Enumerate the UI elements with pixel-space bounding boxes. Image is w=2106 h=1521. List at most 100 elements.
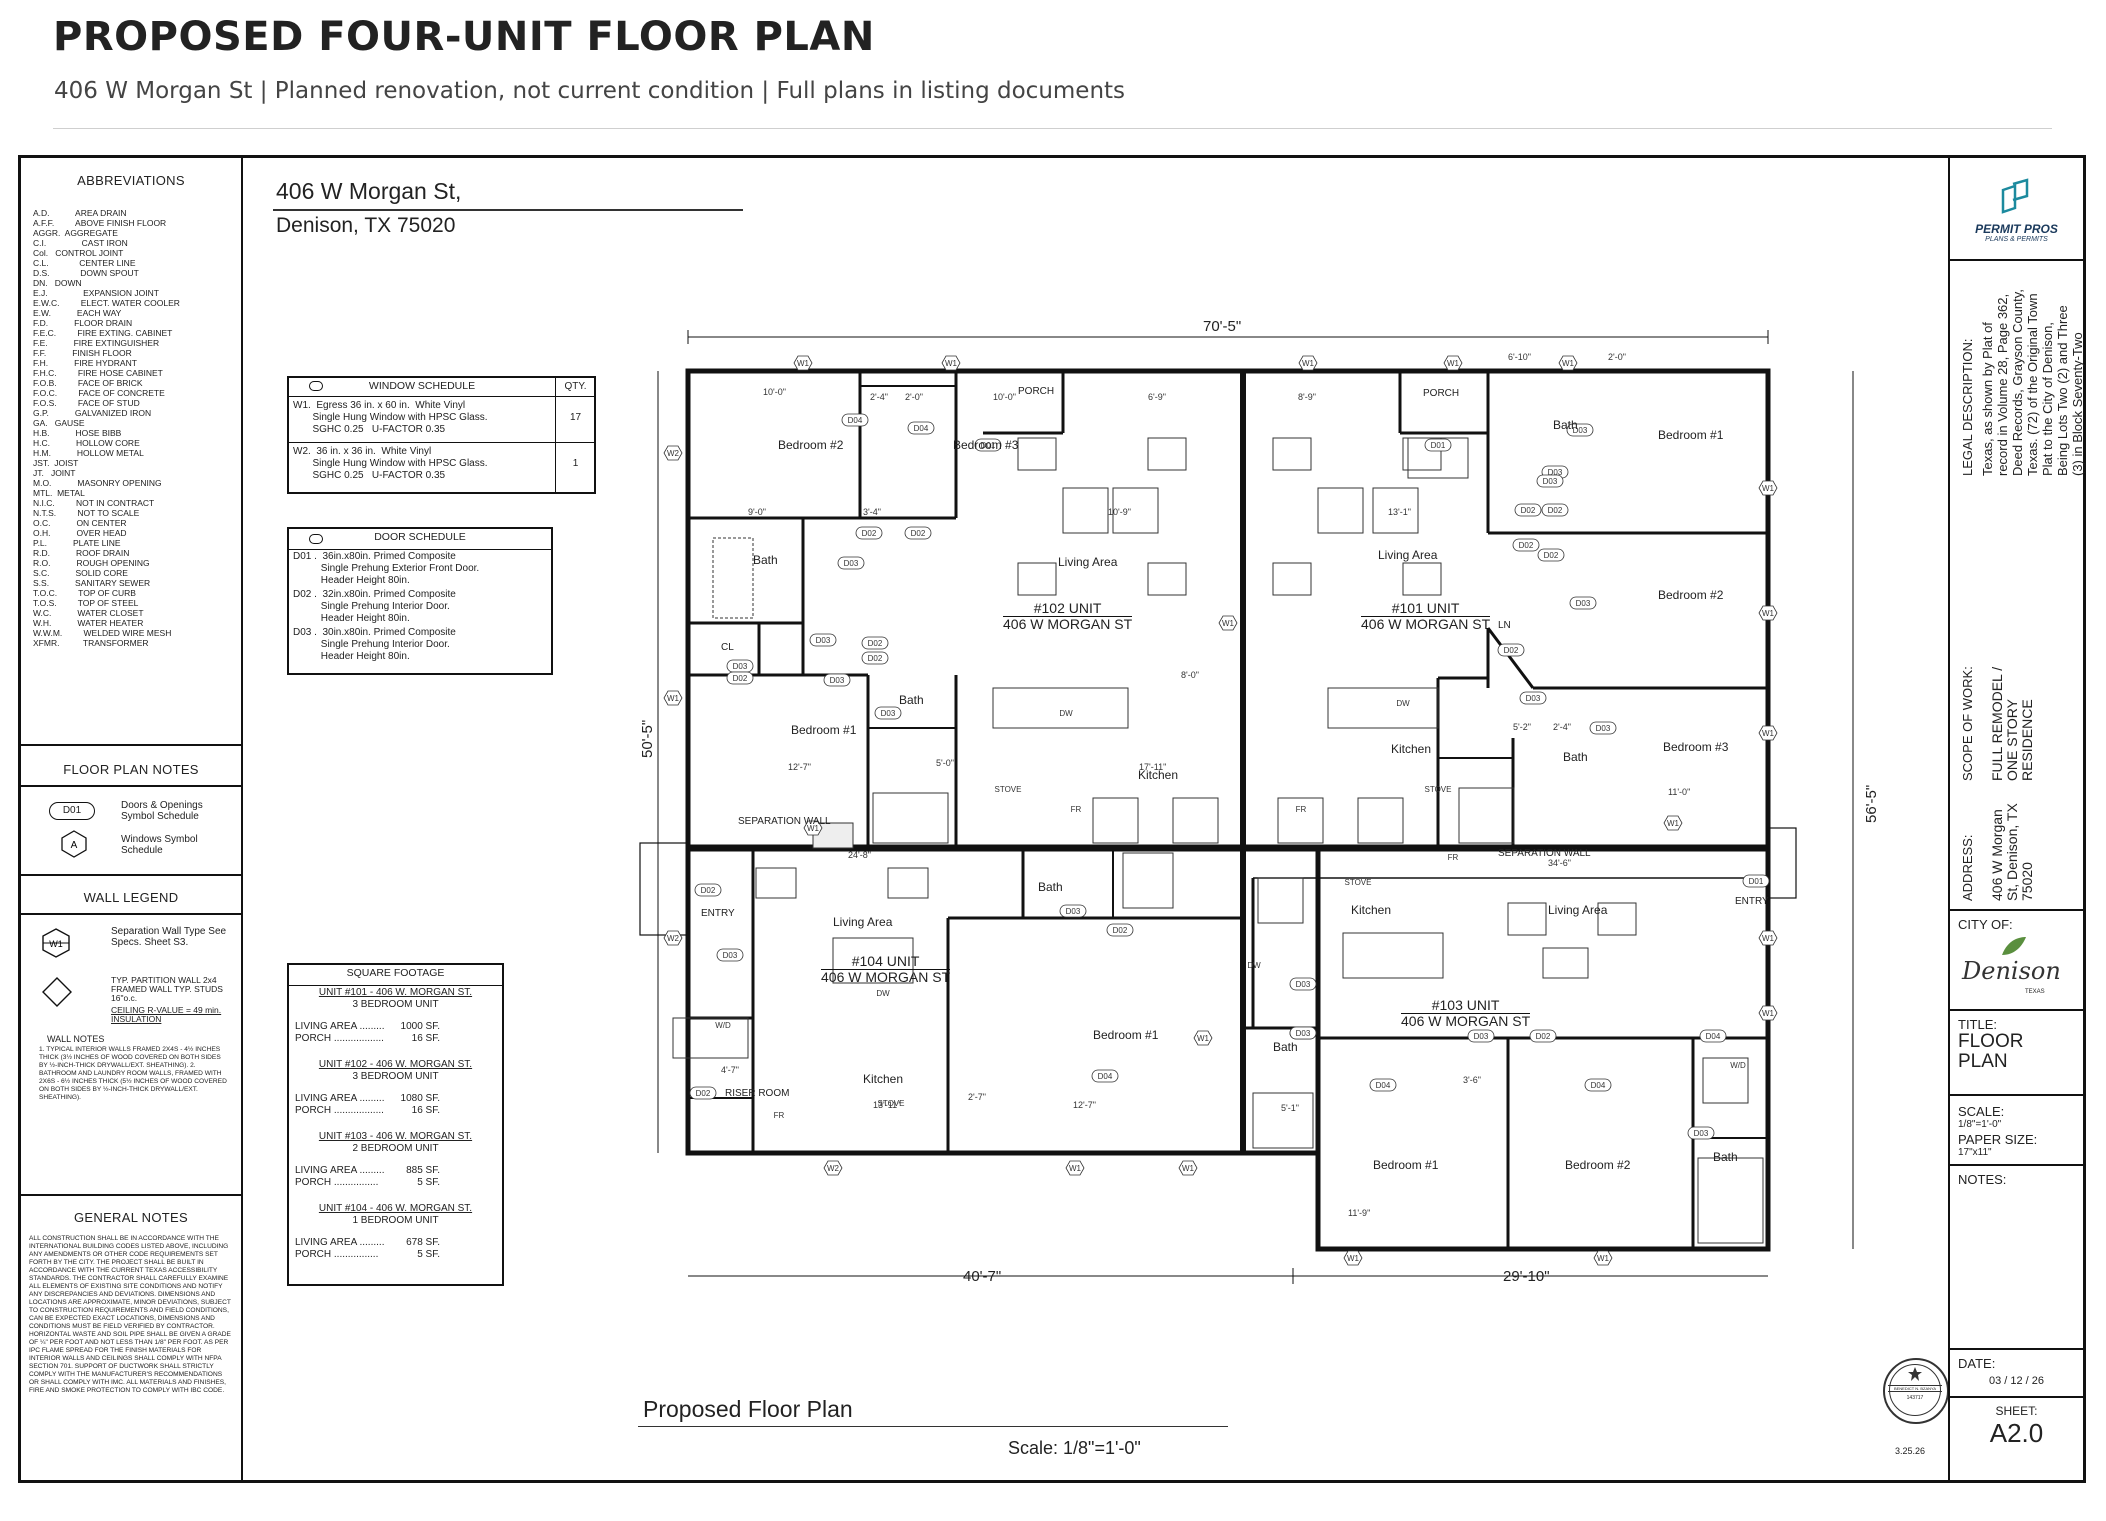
abbreviation-item: C.L. CENTER LINE xyxy=(33,258,136,268)
door-tag-icon: D03 xyxy=(823,673,851,687)
abbreviation-item: M.O. MASONRY OPENING xyxy=(33,478,162,488)
room-label-bath: Bath xyxy=(1553,418,1578,432)
room-label-sep-wall: SEPARATION WALL xyxy=(1498,848,1591,859)
scope-label: SCOPE OF WORK: xyxy=(1960,666,1975,781)
door-tag-icon: D01 xyxy=(974,438,1002,452)
window-tag-icon: W2 xyxy=(823,1160,843,1176)
window-tag-icon: W1 xyxy=(1663,815,1683,831)
door-tag-text: D04 xyxy=(1706,1032,1721,1041)
door-tag-text: D04 xyxy=(1098,1072,1113,1081)
window-row-w2: W2. 36 in. x 36 in. White Vinyl Single H… xyxy=(293,446,488,481)
door-tag-icon: D03 xyxy=(1569,596,1597,610)
appliance-tag: W/D xyxy=(715,1021,731,1030)
door-tag-icon: D02 xyxy=(1541,503,1569,517)
window-tag-hexagon-icon: A xyxy=(61,830,87,858)
window-tag-description: Windows Symbol Schedule xyxy=(121,834,198,856)
door-tag-icon xyxy=(309,534,323,544)
room-label-entry: ENTRY xyxy=(1735,896,1769,907)
star-icon xyxy=(1908,1367,1922,1381)
window-tag-letter: A xyxy=(71,840,78,851)
scale-notes-block: SCALE: 1/8"=1'-0" PAPER SIZE: 17"x11" NO… xyxy=(1950,1096,2083,1521)
room-label-bedroom2: Bedroom #2 xyxy=(778,438,844,452)
abbreviation-item: F.H.C. FIRE HOSE CABINET xyxy=(33,368,163,378)
date-block: DATE: 03 / 12 / 26 xyxy=(1950,1348,2083,1398)
door-tag-text: D03 xyxy=(1474,1032,1489,1041)
door-tag-icon: D02 xyxy=(1537,548,1565,562)
interior-dimension: 6'-9" xyxy=(1148,392,1166,402)
window-tag-icon: W1 xyxy=(941,355,961,371)
abbreviation-item: F.O.S. FACE OF STUD xyxy=(33,398,140,408)
room-label-cl: CL xyxy=(721,642,734,653)
door-tag-icon: D02 xyxy=(1512,538,1540,552)
door-tag-icon: D02 xyxy=(1106,923,1134,937)
unit-sqft-type: 3 BEDROOM UNIT xyxy=(352,999,439,1010)
door-tag-description: Doors & Openings Symbol Schedule xyxy=(121,800,203,822)
sheet-number: A2.0 xyxy=(1989,1418,2044,1448)
abbreviation-item: O.H. OVER HEAD xyxy=(33,528,127,538)
appliance-tag: DW xyxy=(1059,709,1073,718)
door-tag-icon: D01 xyxy=(1424,438,1452,452)
door-tag-icon: D02 xyxy=(689,1086,717,1100)
abbreviation-item: C.I. CAST IRON xyxy=(33,238,128,248)
door-tag-text: D02 xyxy=(1113,926,1128,935)
door-tag-icon: D02 xyxy=(726,671,754,685)
interior-dimension: 10'-0" xyxy=(993,392,1016,402)
door-tag-text: D03 xyxy=(1576,599,1591,608)
abbreviation-item: F.E.C. FIRE EXTING. CABINET xyxy=(33,328,173,338)
door-tag-text: D02 xyxy=(696,1089,711,1098)
abbreviation-item: Col. CONTROL JOINT xyxy=(33,248,124,258)
door-tag-text: D03 xyxy=(1694,1129,1709,1138)
door-tag-text: D03 xyxy=(1573,426,1588,435)
door-tag-text: D04 xyxy=(848,416,863,425)
appliance-tag: STOVE xyxy=(995,785,1022,794)
paper-label: PAPER SIZE: xyxy=(1958,1132,2038,1147)
abbreviation-item: W.W.M. WELDED WIRE MESH xyxy=(33,628,172,638)
door-tag-text: D03 xyxy=(733,662,748,671)
room-label-bedroom2: Bedroom #2 xyxy=(1565,1158,1631,1172)
door-tag-icon: D03 xyxy=(1059,904,1087,918)
dim-overall-width: 70'-5" xyxy=(1203,318,1242,335)
living-area-value: 885 SF. xyxy=(406,1165,440,1176)
abbreviation-item: W.H. WATER HEATER xyxy=(33,618,144,628)
window-tag-text: W1 xyxy=(1762,609,1775,618)
window-tag-text: W1 xyxy=(1197,1034,1210,1043)
plan-title: Proposed Floor Plan xyxy=(643,1396,853,1422)
abbreviation-item: D.S. DOWN SPOUT xyxy=(33,268,139,278)
drawing-area: 406 W Morgan St, Denison, TX 75020 WINDO… xyxy=(243,158,1951,1480)
page-title: PROPOSED FOUR-UNIT FLOOR PLAN xyxy=(53,14,875,60)
door-tag-icon: D04 xyxy=(907,421,935,435)
door-tag-icon: D02 xyxy=(1497,643,1525,657)
title-block: PERMIT PROS PLANS & PERMITS LEGAL DESCRI… xyxy=(1948,158,2085,1480)
room-label-ln: LN xyxy=(1498,620,1511,631)
door-tag-text: D03 xyxy=(816,636,831,645)
legal-scope-address-block: LEGAL DESCRIPTION: Texas, as shown by Pl… xyxy=(1950,261,2085,911)
window-tag-icon: W1 xyxy=(1758,725,1778,741)
window-tag-icon: W1 xyxy=(1758,930,1778,946)
notes-label: NOTES: xyxy=(1958,1172,2007,1187)
appliance-tag: FR xyxy=(1448,853,1459,862)
door-tag-icon: D02 xyxy=(694,883,722,897)
room-label-bedroom3: Bedroom #3 xyxy=(1663,740,1729,754)
abbreviation-item: F.F. FINISH FLOOR xyxy=(33,348,132,358)
abbreviation-item: H.B. HOSE BIBB xyxy=(33,428,122,438)
window-tag-icon: W1 xyxy=(1343,1250,1363,1266)
interior-dimension: 5'-1" xyxy=(1281,1103,1299,1113)
floor-plan-notes-heading: FLOOR PLAN NOTES xyxy=(21,762,241,787)
window-tag-text: W2 xyxy=(667,934,680,943)
door-schedule: DOOR SCHEDULE D01 . 36in.x80in. Primed C… xyxy=(287,527,553,675)
title-divider xyxy=(53,128,2052,129)
appliance-tag: STOVE xyxy=(1425,785,1452,794)
general-notes-heading: GENERAL NOTES xyxy=(74,1210,188,1225)
living-area-label: LIVING AREA ......... xyxy=(295,1021,385,1032)
door-tag-text: D02 xyxy=(1548,506,1563,515)
general-notes-text: ALL CONSTRUCTION SHALL BE IN ACCORDANCE … xyxy=(29,1235,231,1394)
city-leaf-icon xyxy=(2002,937,2026,955)
porch-value: 5 SF. xyxy=(417,1177,440,1188)
legal-label: LEGAL DESCRIPTION: xyxy=(1960,338,1975,477)
ceiling-insulation-note: CEILING R-VALUE = 49 min. INSULATION xyxy=(111,1005,222,1024)
window-tag-text: W1 xyxy=(1762,729,1775,738)
interior-dimension: 3'-4" xyxy=(863,507,881,517)
